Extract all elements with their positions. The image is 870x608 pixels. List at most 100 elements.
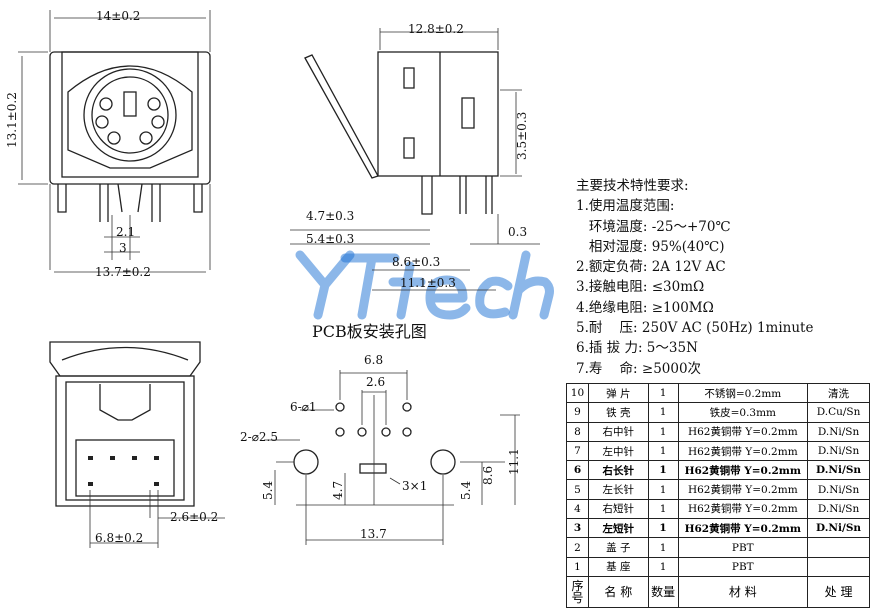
dim-pin-offset: 2.6±0.2 [170,510,218,524]
spec-line: 1.使用温度范围: [576,198,675,215]
table-cell: 3 [566,518,589,539]
table-cell: H62黄铜带 Y=0.2mm [677,421,809,442]
table-cell: 1 [647,460,679,481]
dim-pin-span-bottom: 6.8±0.2 [95,531,143,545]
pcb-h3: 5.4 [459,481,473,500]
dim-height: 13.1±0.2 [5,92,19,148]
table-cell: D.Ni/Sn [807,518,870,539]
table-cell [807,537,870,558]
table-cell: 1 [647,556,679,577]
table-cell: 右中针 [587,421,649,442]
dim-shell-height: 3.5±0.3 [515,112,529,160]
watermark-logo [295,250,554,320]
table-cell: H62黄铜带 Y=0.2mm [677,498,809,520]
table-cell: 1 [647,479,679,500]
table-cell: 清洗 [807,382,870,404]
table-cell: 6 [566,460,589,481]
table-cell: 左长针 [587,479,649,500]
table-cell: D.Ni/Sn [807,498,870,520]
pcb-small-holes: 6-⌀1 [290,400,317,414]
dim-d1: 4.7±0.3 [306,209,354,223]
table-cell: 左短针 [587,518,649,539]
pcb-h2: 4.7 [331,481,345,500]
table-cell: D.Ni/Sn [807,479,870,500]
table-cell: 盖 子 [587,537,649,558]
pcb-big-holes: 2-⌀2.5 [240,430,278,444]
table-cell: 弹 片 [587,382,649,404]
pcb-title: PCB板安装孔图 [312,322,427,341]
table-cell: H62黄铜带 Y=0.2mm [677,479,809,500]
table-cell: D.Ni/Sn [807,440,870,462]
table-cell: H62黄铜带 Y=0.2mm [677,518,809,539]
table-cell: 1 [647,537,679,558]
table-cell: 铁 壳 [587,402,649,423]
pcb-hole-layout: 6.8 2.6 6-⌀1 2-⌀2.5 3×1 5.4 4.7 5.4 8.6 … [240,353,521,545]
dim-width-top: 14±0.2 [96,9,140,23]
table-cell: 基 座 [587,556,649,577]
table-cell: 右短针 [587,498,649,520]
dim-d2: 5.4±0.3 [306,232,354,246]
table-cell: 1 [647,518,679,539]
table-cell: 9 [566,402,589,423]
table-cell: 8 [566,421,589,442]
spec-line: 6.插 拔 力: 5～35N [576,340,698,357]
pcb-h1: 5.4 [261,481,275,500]
spec-line: 相对湿度: 95%(40℃) [576,238,725,255]
spec-list: 主要技术特性要求: 1.使用温度范围: 环境温度: -25～+70℃ 相对湿度:… [576,176,813,379]
side-view: 12.8±0.2 3.5±0.3 4.7±0.3 5.4±0.3 8.6±0.3… [290,22,540,291]
pcb-slot: 3×1 [402,479,427,493]
table-cell: 1 [647,440,679,462]
table-cell: H62黄铜带 Y=0.2mm [677,460,809,481]
pcb-h4: 8.6 [481,466,495,485]
table-cell: 铁皮=0.3mm [677,402,809,423]
table-cell: 4 [566,498,589,520]
table-cell: 1 [647,498,679,520]
table-cell: PBT [677,556,809,577]
table-cell: 5 [566,479,589,500]
table-cell: 1 [566,556,589,577]
table-cell: D.Ni/Sn [807,421,870,442]
front-view: 14±0.2 13.1±0.2 2.1 3 13.7±0.2 [5,9,211,279]
table-cell: H62黄铜带 Y=0.2mm [677,440,809,462]
spec-line: 2.额定负荷: 2A 12V AC [576,259,726,276]
table-cell: 不锈钢=0.2mm [677,382,809,404]
table-cell: 右长针 [587,460,649,481]
dim-pin-span: 3 [119,241,127,255]
table-cell: 2 [566,537,589,558]
technical-drawing: 14±0.2 13.1±0.2 2.1 3 13.7±0.2 12.8±0.2 … [5,9,554,548]
table-cell: 7 [566,440,589,462]
pcb-w1: 6.8 [364,353,383,367]
spec-line: 4.绝缘电阻: ≥100MΩ [576,299,714,316]
table-cell: 1 [647,402,679,423]
dim-width-bottom: 13.7±0.2 [95,265,151,279]
pcb-w3: 13.7 [360,527,387,541]
table-cell: D.Ni/Sn [807,460,870,481]
table-cell: PBT [677,537,809,558]
dim-depth: 12.8±0.2 [408,22,464,36]
spec-line: 3.接触电阻: ≤30mΩ [576,279,705,296]
table-cell: 1 [647,421,679,442]
dim-d3: 8.6±0.3 [392,255,440,269]
dim-thickness: 0.3 [508,225,527,239]
spec-line: 7.寿 命: ≥5000次 [576,360,702,377]
table-cell: D.Cu/Sn [807,402,870,423]
spec-line: 5.耐 压: 250V AC (50Hz) 1minute [576,320,814,337]
bottom-view: 2.6±0.2 6.8±0.2 [49,341,225,548]
dim-pin-pitch: 2.1 [116,225,135,239]
pcb-w2: 2.6 [366,375,385,389]
dim-d4: 11.1±0.3 [400,276,456,290]
pcb-h5: 11.1 [507,448,521,475]
spec-title: 主要技术特性要求: [576,178,689,194]
table-cell [807,556,870,577]
